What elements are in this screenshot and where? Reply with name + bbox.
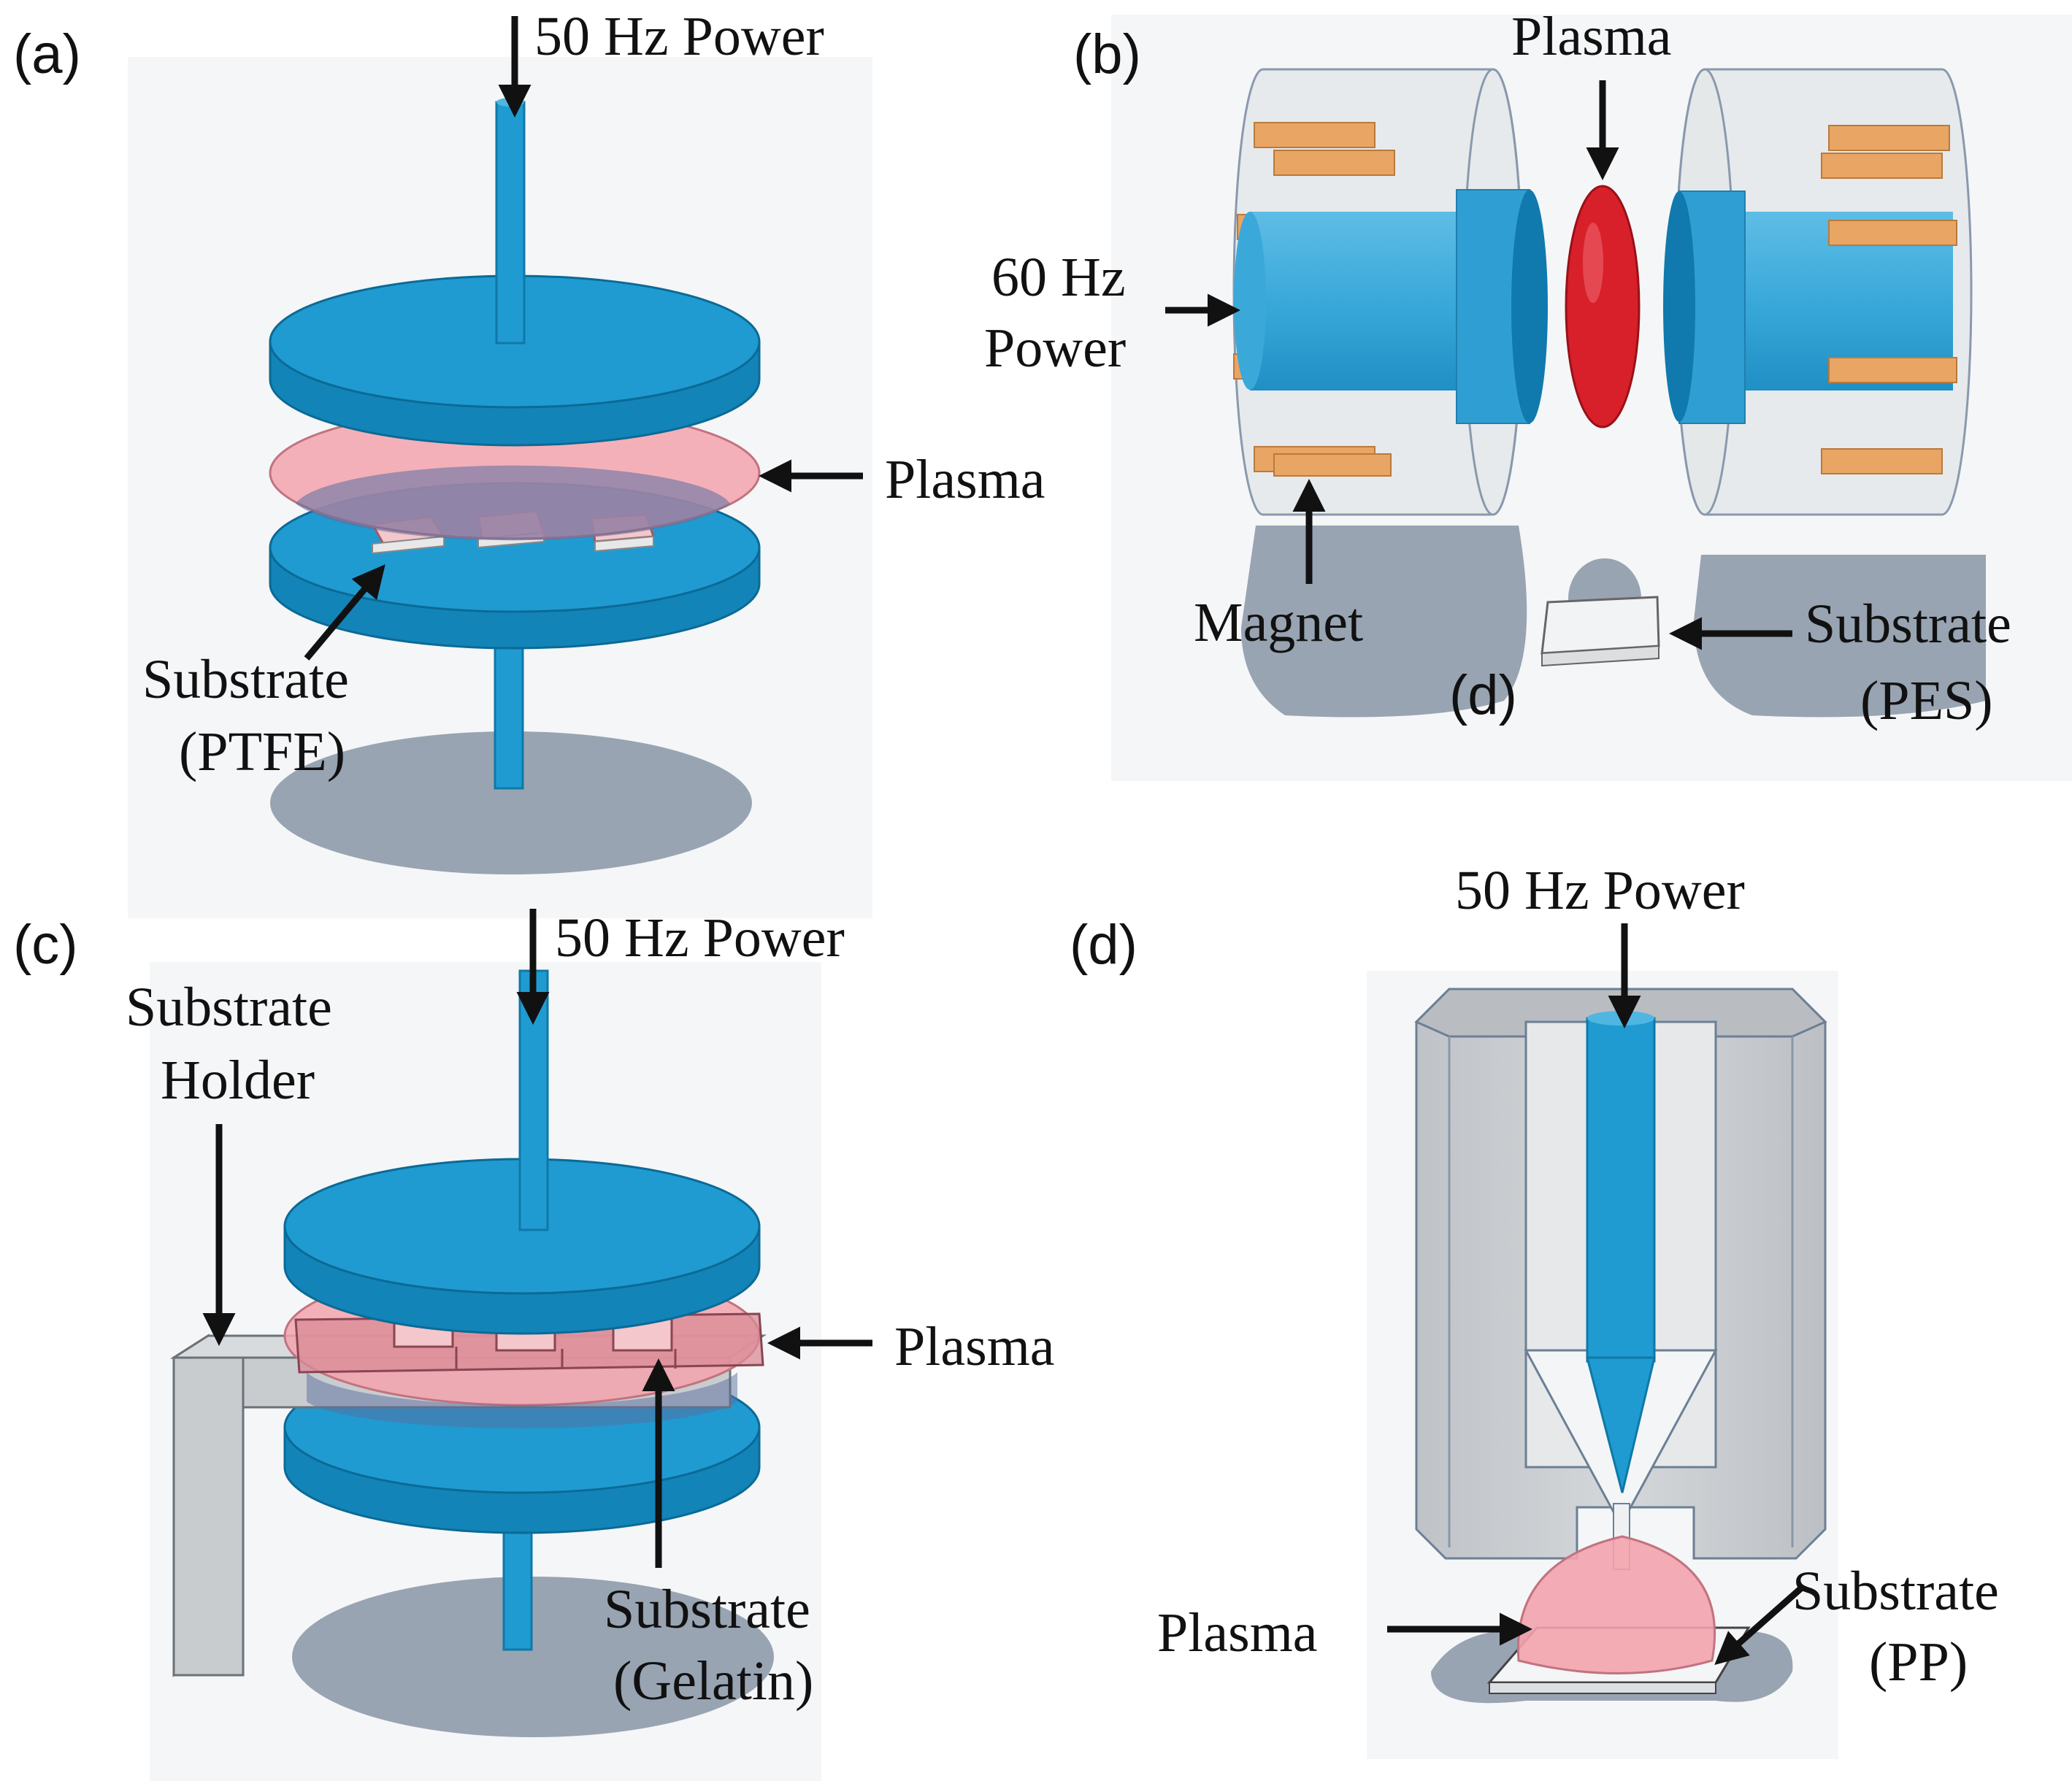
panel-c-shadow (292, 1577, 774, 1737)
panel-d-substrate-label-2: (PP) (1869, 1631, 1968, 1693)
panel-a-shadow (270, 731, 752, 874)
panel-c-holder-label-2: Holder (161, 1050, 315, 1111)
panel-d: (d) 50 Hz Power Plasma Substrate (PP) (1070, 860, 1999, 1759)
panel-b-power-label-2: Power (984, 318, 1126, 379)
panel-d-plasma-label: Plasma (1157, 1602, 1318, 1663)
panel-b-plasma-label: Plasma (1511, 6, 1672, 67)
panel-d-substrate-arrow (1714, 1585, 1804, 1665)
panel-b-substrate-label-1: Substrate (1805, 593, 2011, 655)
panel-c-substrate-label-2: (Gelatin) (613, 1650, 813, 1712)
panel-b-letter: (b) (1073, 23, 1141, 85)
panel-c-letter: (c) (13, 914, 78, 976)
panel-b-left-electrode (1234, 189, 1548, 424)
panel-d-needle-electrode (1586, 1011, 1656, 1493)
panel-a-top-rod (495, 101, 526, 345)
panel-c-substrate-label-1: Substrate (604, 1579, 810, 1640)
panel-b-substrate (1540, 596, 1660, 667)
panel-c-power-label: 50 Hz Power (555, 907, 845, 969)
panel-a-top-electrode (269, 274, 761, 447)
panel-a-substrate-label-2: (PTFE) (179, 721, 345, 782)
panel-a-substrate-label-1: Substrate (142, 649, 349, 710)
panel-d-plasma (1516, 1535, 1716, 1674)
panel-b: (b) Plasma 60 Hz Power Magnet Substrate … (984, 6, 2072, 781)
panel-b-power-label-1: 60 Hz (991, 247, 1126, 308)
panel-b-shadow-left (1241, 526, 1527, 718)
panel-a-plasma-disc (269, 406, 761, 541)
panel-b-shadow-right (1694, 555, 1986, 718)
panel-d-letter: (d) (1070, 914, 1137, 976)
panel-c: (c) 50 Hz Power Substrate Holder Plasma … (13, 907, 1055, 1781)
panel-b-substrate-label-2: (PES) (1860, 670, 1993, 731)
panel-d-substrate-label-1: Substrate (1792, 1561, 1999, 1622)
panel-b-magnet-label: Magnet (1194, 592, 1363, 653)
panel-c-holder-label-1: Substrate (126, 977, 332, 1038)
panel-d-power-label: 50 Hz Power (1455, 860, 1745, 921)
panel-b-inner-letter: (d) (1449, 664, 1517, 726)
panel-a-letter: (a) (13, 23, 81, 85)
panel-a-plasma-label: Plasma (885, 449, 1045, 510)
panel-a-power-label: 50 Hz Power (534, 6, 824, 67)
panel-c-plasma-label: Plasma (894, 1316, 1055, 1377)
panel-a: (a) 50 Hz Power Plasma Substrate (PTFE) (13, 6, 1045, 918)
panel-b-right-magnets (1821, 125, 1957, 474)
panel-b-plasma (1565, 185, 1641, 428)
panel-a-substrate-arrow (304, 564, 385, 661)
